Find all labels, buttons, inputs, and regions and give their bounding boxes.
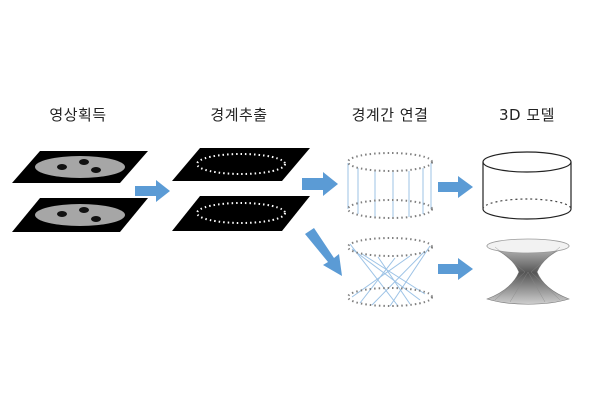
- arrow-5: [438, 258, 473, 280]
- image-slice-top: [12, 151, 148, 183]
- arrow-4: [438, 176, 473, 198]
- cylinder-model: [482, 151, 572, 220]
- twisted-connection: [347, 237, 433, 307]
- image-slice-bottom: [12, 198, 148, 232]
- stage-label-boundary-connection: 경계간 연결: [351, 106, 429, 124]
- connected-cylinder: [347, 152, 433, 219]
- arrow-1: [135, 180, 170, 202]
- arrow-2: [302, 172, 338, 196]
- stage-label-image-acquisition: 영상획득: [49, 106, 107, 124]
- stage-label-3d-model: 3D 모델: [499, 106, 555, 124]
- stage-label-boundary-extraction: 경계추출: [210, 106, 268, 124]
- boundary-slice-top: [172, 148, 310, 181]
- boundary-slice-bottom: [172, 196, 310, 231]
- hyperboloid-model: [485, 238, 571, 305]
- arrow-3: [305, 228, 342, 276]
